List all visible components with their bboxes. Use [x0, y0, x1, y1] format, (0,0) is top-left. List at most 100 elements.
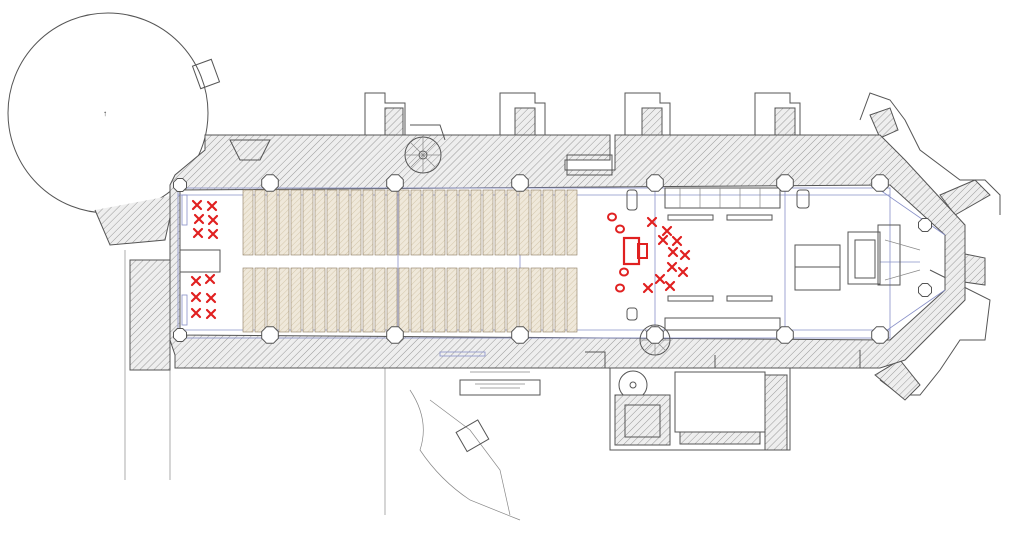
pew [566, 189, 578, 256]
pew [254, 189, 266, 256]
pew [362, 189, 374, 256]
x-mark [190, 307, 202, 319]
column [511, 326, 529, 344]
pew [422, 267, 434, 333]
x-mark [654, 273, 666, 285]
pew [518, 189, 530, 256]
south-annex [439, 350, 861, 451]
column [511, 174, 529, 192]
pew [278, 189, 290, 256]
x-mark [192, 227, 204, 239]
pew [410, 267, 422, 333]
site-lines [124, 250, 541, 521]
x-mark [193, 213, 205, 225]
x-mark [190, 275, 202, 287]
pew [266, 267, 278, 333]
column [918, 218, 932, 232]
pew [530, 189, 542, 256]
column [646, 174, 664, 192]
column [261, 326, 279, 344]
x-mark [206, 200, 218, 212]
pew [446, 267, 458, 333]
column [173, 178, 187, 192]
pew [302, 189, 314, 256]
pew [434, 267, 446, 333]
x-mark [191, 199, 203, 211]
pew [530, 267, 542, 333]
pew-blocks [242, 189, 578, 333]
x-mark [667, 246, 679, 258]
pew [542, 189, 554, 256]
column [646, 326, 664, 344]
pew [362, 267, 374, 333]
pew [506, 267, 518, 333]
column [386, 174, 404, 192]
pew [494, 267, 506, 333]
x-mark [677, 266, 689, 278]
pew [350, 267, 362, 333]
x-mark [205, 308, 217, 320]
pew [350, 189, 362, 256]
pew [302, 267, 314, 333]
x-mark [657, 234, 669, 246]
pew [290, 267, 302, 333]
x-mark [190, 291, 202, 303]
pew [398, 189, 410, 256]
x-mark [642, 282, 654, 294]
column [776, 326, 794, 344]
pew [494, 189, 506, 256]
column [386, 326, 404, 344]
pew [374, 189, 386, 256]
pew [566, 267, 578, 333]
pew [254, 267, 266, 333]
pew [242, 189, 254, 256]
altar [794, 224, 921, 291]
annotation-marks [190, 199, 691, 320]
pew [278, 267, 290, 333]
pew [338, 189, 350, 256]
pew [506, 189, 518, 256]
x-mark [204, 273, 216, 285]
columns [173, 174, 932, 344]
column [918, 283, 932, 297]
x-mark [679, 249, 691, 261]
pew [554, 267, 566, 333]
pew [542, 267, 554, 333]
column [261, 174, 279, 192]
circle-mark [615, 283, 625, 293]
pew [518, 267, 530, 333]
altar-symbol [622, 236, 648, 266]
column [871, 326, 889, 344]
pew [458, 189, 470, 256]
pew [326, 189, 338, 256]
pew [266, 189, 278, 256]
pew [326, 267, 338, 333]
x-mark [671, 235, 683, 247]
pew [458, 267, 470, 333]
pew [470, 189, 482, 256]
pew [374, 267, 386, 333]
choir-stalls [626, 187, 810, 331]
pew [242, 267, 254, 333]
x-mark [646, 216, 658, 228]
circle-mark [607, 212, 617, 222]
spiral-stair-north [404, 124, 446, 174]
column [173, 328, 187, 342]
x-mark [666, 261, 678, 273]
west-entry [179, 194, 221, 326]
pew [434, 189, 446, 256]
circle-mark [615, 224, 625, 234]
pew [422, 189, 434, 256]
x-mark [207, 214, 219, 226]
pew [338, 267, 350, 333]
pew [398, 267, 410, 333]
pew [314, 189, 326, 256]
pew [386, 189, 398, 256]
pew [314, 267, 326, 333]
pew [410, 189, 422, 256]
north-arrow-icon: ↑ [103, 109, 107, 118]
column [871, 174, 889, 192]
pew [470, 267, 482, 333]
x-mark [207, 228, 219, 240]
